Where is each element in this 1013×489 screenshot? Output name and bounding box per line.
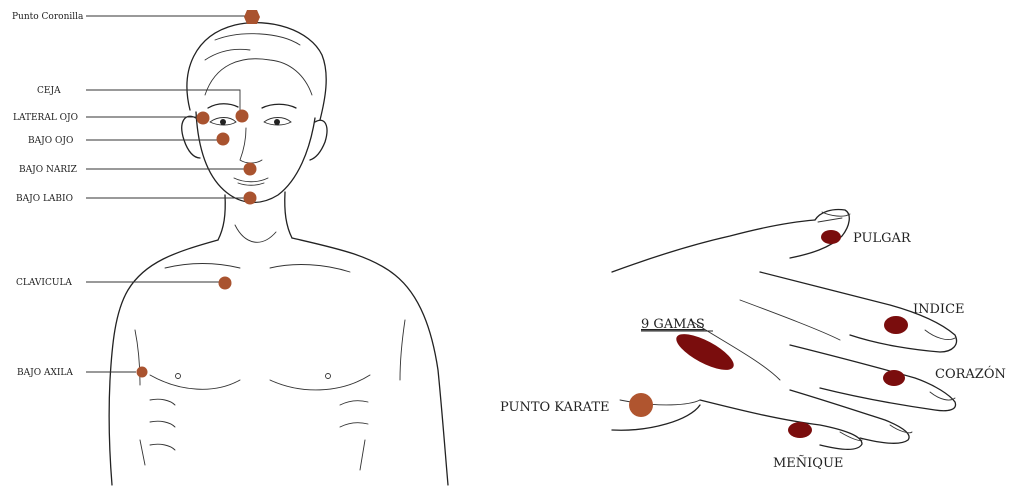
punto-karate-point — [629, 393, 653, 417]
label-lateral-ojo: LATERAL OJO — [13, 113, 78, 123]
bajo-ojo-point — [217, 133, 230, 146]
corazon-point — [883, 370, 905, 386]
menique-point — [788, 422, 812, 438]
label-pulgar: PULGAR — [853, 231, 912, 246]
body-point-markers — [137, 10, 261, 378]
bajo-nariz-point — [244, 163, 257, 176]
label-menique: MEÑIQUE — [773, 455, 843, 471]
coronilla-point — [244, 10, 260, 24]
male-figure-drawing — [109, 23, 448, 485]
ceja-point — [236, 110, 249, 123]
lateral-ojo-point — [197, 112, 210, 125]
body-point-labels: Punto Coronilla CEJA LATERAL OJO BAJO OJ… — [12, 12, 84, 378]
label-bajo-nariz: BAJO NARIZ — [19, 165, 77, 175]
label-punto-coronilla: Punto Coronilla — [12, 12, 84, 22]
label-bajo-ojo: BAJO OJO — [28, 136, 73, 146]
indice-point — [884, 316, 908, 334]
hand-point-markers — [629, 230, 908, 438]
label-bajo-axila: BAJO AXILA — [17, 368, 73, 378]
label-corazon: CORAZÓN — [935, 365, 1006, 382]
label-bajo-labio: BAJO LABIO — [16, 194, 73, 204]
pulgar-point — [821, 230, 841, 244]
label-ceja: CEJA — [37, 86, 61, 96]
label-punto-karate: PUNTO KARATE — [500, 400, 610, 415]
nueve-gamas-point — [672, 327, 739, 376]
label-indice: INDICE — [913, 302, 965, 317]
label-nueve-gamas: 9 GAMAS — [641, 317, 705, 332]
bajo-axila-point — [137, 367, 148, 378]
bajo-labio-point — [244, 192, 257, 205]
clavicula-point — [219, 277, 232, 290]
body-leader-lines — [86, 16, 248, 372]
label-clavicula: CLAVICULA — [16, 278, 72, 288]
